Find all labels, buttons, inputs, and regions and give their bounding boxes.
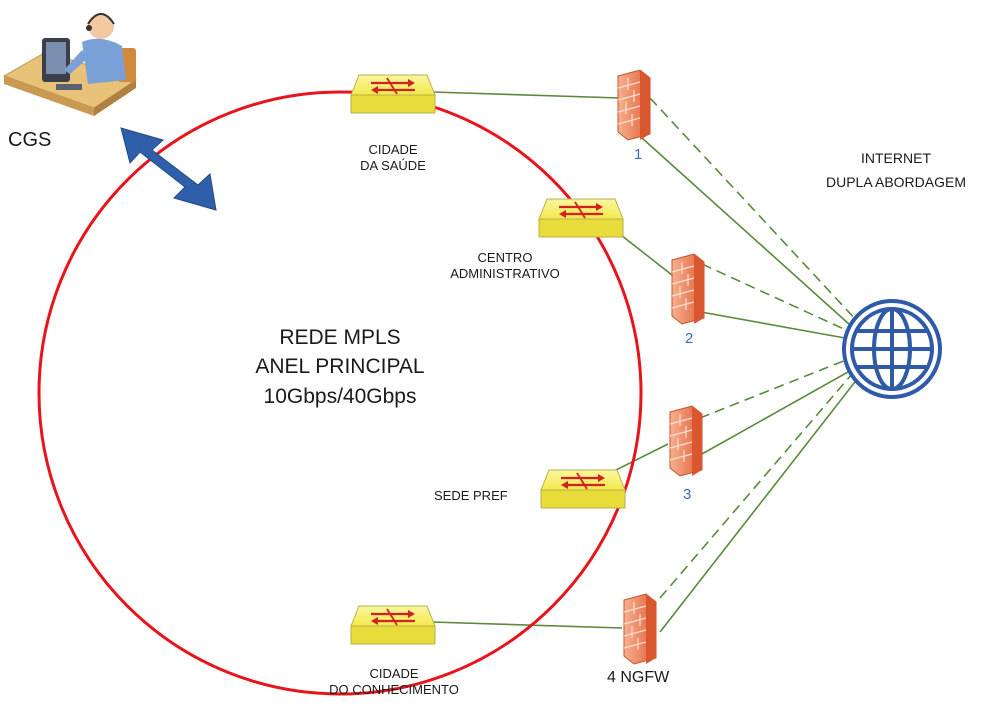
firewall-icon-3 — [669, 405, 703, 477]
firewall-icon-1 — [617, 69, 651, 141]
switch-label-line: CIDADE — [368, 142, 418, 157]
switch-icon-cidade-saude — [349, 73, 437, 115]
switch-icon-cidade-conhecimento — [349, 604, 437, 646]
ring-title: REDE MPLS ANEL PRINCIPAL 10Gbps/40Gbps — [240, 325, 440, 410]
double-arrow-icon — [120, 127, 217, 211]
switch-label-cidade-conhecimento: CIDADE DO CONHECIMENTO — [316, 666, 472, 699]
firewall-icon-2 — [671, 253, 705, 325]
switch-label-line: DA SAÚDE — [360, 158, 426, 174]
firewall-label-3: 3 — [683, 486, 692, 503]
internet-line-2: DUPLA ABORDAGEM — [825, 173, 967, 190]
ring-line-2: ANEL PRINCIPAL — [255, 355, 425, 379]
firewall-label-1: 1 — [634, 146, 643, 163]
firewall-icon-4 — [623, 593, 657, 665]
switch-label-line: CENTRO — [477, 250, 533, 265]
internet-links — [641, 97, 859, 633]
switch-label-line: CIDADE — [369, 666, 419, 681]
switch-label-cidade-saude: CIDADE DA SAÚDE — [333, 142, 453, 175]
firewall-links — [431, 91, 673, 629]
switch-icon-sede-pref — [539, 468, 627, 510]
firewall-label-4: 4 NGFW — [607, 669, 670, 686]
operator-workstation-icon — [2, 13, 138, 116]
cgs-label: CGS — [8, 129, 52, 151]
ring-line-3: 10Gbps/40Gbps — [263, 384, 417, 408]
switch-label-sede-pref: SEDE PREF — [434, 488, 508, 503]
firewall-label-2: 2 — [685, 330, 694, 347]
mpls-ring — [37, 90, 643, 696]
globe-icon — [842, 299, 942, 399]
switch-icon-centro-admin — [537, 197, 625, 239]
switch-label-line: DO CONHECIMENTO — [329, 682, 459, 698]
switch-label-line: ADMINISTRATIVO — [450, 266, 560, 282]
internet-line-1: INTERNET — [861, 150, 931, 166]
ring-line-1: REDE MPLS — [279, 326, 401, 349]
internet-label: INTERNET DUPLA ABORDAGEM — [806, 150, 986, 191]
switch-label-centro-admin: CENTRO ADMINISTRATIVO — [440, 250, 570, 283]
